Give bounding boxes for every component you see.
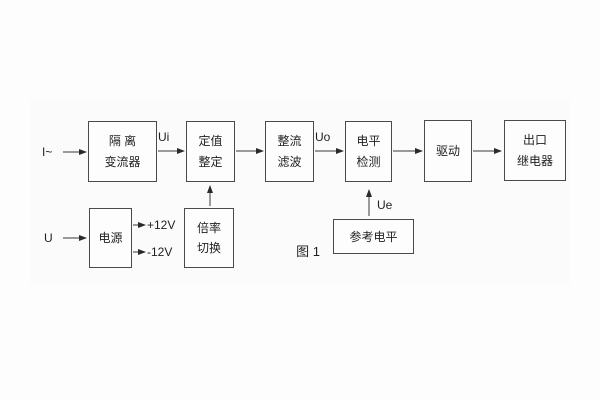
block-reference-level: 参考电平	[333, 219, 414, 254]
block-outputrelay-line1: 出口	[522, 133, 547, 147]
block-outputrelay-line2: 继电器	[516, 154, 553, 168]
block-ratio-line2: 切换	[196, 241, 221, 256]
block-output-relay: 出口 继电器	[504, 120, 566, 181]
block-reference-line1: 参考电平	[349, 229, 398, 244]
block-rectifier-filter: 整流 滤波	[265, 121, 314, 182]
block-power-line1: 电源	[98, 231, 123, 245]
block-rectifier-line1: 整流	[277, 134, 302, 148]
block-power-supply: 电源	[89, 208, 132, 268]
block-level-detect: 电平 检测	[345, 121, 392, 182]
block-isolation-line2: 变流器	[104, 155, 141, 169]
block-level-line2: 检测	[356, 155, 381, 169]
block-isolation-line1: 隔 离	[108, 134, 137, 148]
block-level-line1: 电平	[356, 134, 381, 148]
block-ratio-line1: 倍率	[196, 220, 221, 235]
label-signal-ue: Ue	[377, 198, 393, 212]
block-setting-adjustment: 定值 整定	[186, 121, 235, 182]
label-signal-uo: Uo	[315, 130, 331, 144]
label-minus12v: -12V	[147, 245, 173, 259]
label-signal-ui: Ui	[158, 130, 170, 144]
block-setting-line1: 定值	[198, 134, 223, 148]
label-plus12v: +12V	[147, 218, 176, 232]
label-input-voltage: U	[44, 231, 53, 245]
label-input-current: I~	[42, 145, 53, 159]
block-ratio-switch: 倍率 切换	[184, 208, 234, 268]
block-drive: 驱动	[424, 120, 472, 182]
block-drive-line1: 驱动	[435, 144, 460, 158]
block-isolation-transformer: 隔 离 变流器	[88, 121, 157, 182]
block-setting-line2: 整定	[198, 155, 223, 169]
block-rectifier-line2: 滤波	[277, 155, 302, 169]
figure-caption: 图 1	[296, 244, 320, 259]
